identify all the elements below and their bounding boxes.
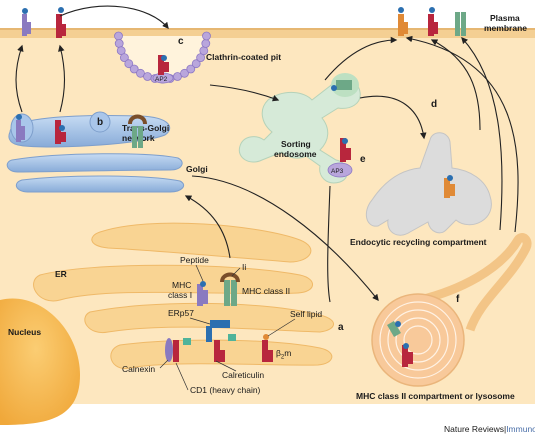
credit-section: Immunology: [506, 424, 535, 434]
trafficking-arrows: [15, 5, 519, 303]
panel-letter-d: d: [431, 99, 437, 110]
clathrin-bead: [120, 53, 129, 62]
label-leaders: [159, 264, 296, 391]
nucleus-label: Nucleus: [8, 327, 41, 337]
panel-letter-c: c: [178, 36, 184, 47]
endocytic-recycling-compartment: [365, 132, 492, 236]
plasma-membrane-label-2: membrane: [484, 23, 527, 33]
clathrin-bead: [129, 64, 139, 74]
panel-letter-e: e: [360, 154, 366, 165]
trans-golgi-label-1: Trans-Golgi: [122, 123, 169, 133]
clathrin-bead: [124, 59, 134, 69]
plasma-membrane-label-1: Plasma: [490, 13, 520, 23]
clathrin-bead: [201, 39, 211, 48]
mhc-class-i-label-2: class I: [168, 290, 192, 300]
clathrin-bead: [186, 64, 196, 74]
cd1-heavy-chain-label: CD1 (heavy chain): [190, 385, 261, 395]
tgn-molecules: [16, 114, 147, 148]
mhc-class-ii-compartment: [371, 233, 532, 387]
panel-letter-f: f: [456, 294, 460, 305]
surface-molecules-left: [22, 7, 66, 38]
credit-journal: Nature Reviews: [444, 424, 504, 434]
golgi-label: Golgi: [186, 164, 208, 174]
clathrin-bead: [202, 31, 211, 41]
clathrin-bead: [114, 31, 123, 41]
surface-molecules-right: [398, 7, 466, 36]
clathrin-bead: [143, 72, 152, 81]
erp57-label: ERp57: [168, 308, 194, 318]
ii-label: Ii: [242, 262, 246, 272]
sorting-endosome-label-2: endosome: [274, 149, 317, 159]
panel-letter-a: a: [338, 322, 344, 333]
clathrin-pit-label: Clathrin-coated pit: [206, 52, 281, 62]
clathrin-coated-pit: AP2: [114, 31, 211, 84]
mhc-class-ii-label: MHC class II: [242, 286, 290, 296]
calreticulin-label: Calreticulin: [222, 370, 264, 380]
peptide-label: Peptide: [180, 255, 209, 265]
calnexin-label: Calnexin: [122, 364, 155, 374]
self-lipid-label: Self lipid: [290, 309, 322, 319]
panel-letter-b: b: [97, 117, 103, 128]
ap2-label: AP2: [155, 76, 168, 83]
recycling-compartment-label: Endocytic recycling compartment: [350, 237, 487, 247]
clathrin-bead: [180, 68, 189, 78]
sorting-endosome: AP3: [238, 73, 361, 184]
ap3-label: AP3: [331, 168, 344, 175]
clathrin-bead: [114, 39, 124, 48]
plasma-membrane: [0, 28, 535, 38]
clathrin-bead: [191, 59, 201, 69]
nucleus: [0, 298, 80, 425]
er-label: ER: [55, 269, 67, 279]
mhc-class-i-label-1: MHC: [172, 280, 191, 290]
beta2m-label: β2m: [276, 348, 291, 361]
er-molecules: [165, 272, 273, 362]
sorting-endosome-label-1: Sorting: [281, 139, 311, 149]
credit-separator: |: [504, 424, 506, 434]
mhc-compartment-label: MHC class II compartment or lysosome: [356, 391, 515, 401]
